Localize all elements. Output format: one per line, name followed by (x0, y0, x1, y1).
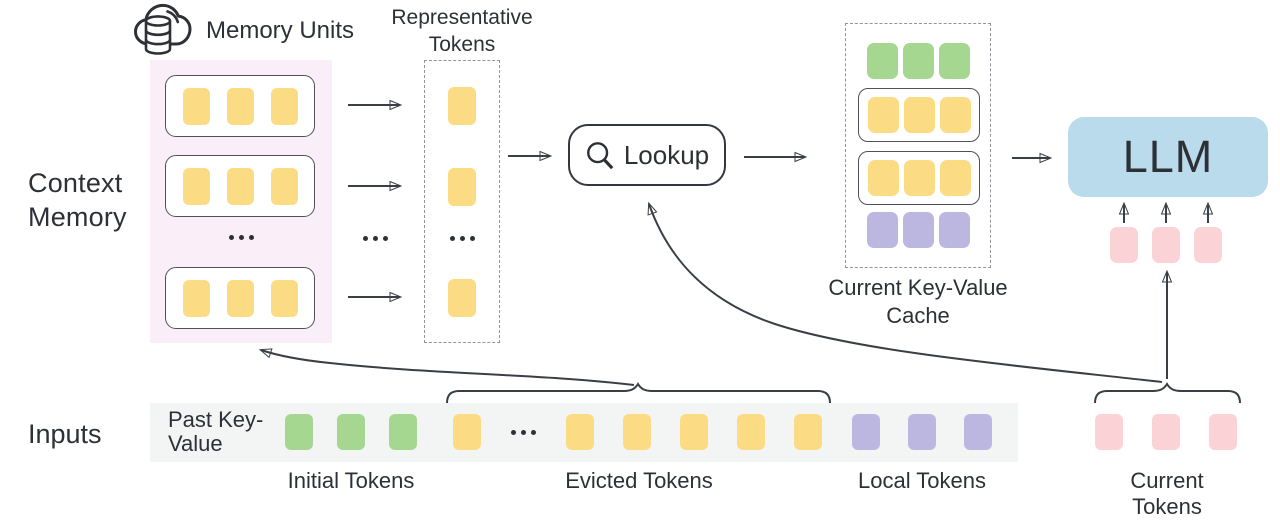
representative-token-slot (448, 279, 476, 317)
representative-tokens-box (424, 60, 500, 343)
current-tokens-label: Current Tokens (1130, 468, 1204, 519)
yellow-token (182, 279, 210, 317)
representative-token-slot (448, 87, 476, 125)
evicted-tokens-label: Evicted Tokens (565, 468, 713, 493)
purple-token (964, 414, 992, 450)
yellow-token (737, 414, 765, 450)
evicted-tokens-before (453, 414, 481, 450)
evicted-tokens-brace (446, 382, 831, 404)
representative-tokens-label: Representative Tokens (391, 6, 533, 57)
memory-units-label: Memory Units (206, 17, 355, 44)
current-kv-cache-box (845, 23, 991, 268)
initial-tokens-group (285, 414, 417, 450)
green-token (867, 43, 898, 79)
yellow-token (680, 414, 708, 450)
inputs-label: Inputs (28, 419, 102, 449)
pink-token (1194, 227, 1222, 263)
search-icon (586, 141, 614, 169)
purple-token (867, 212, 898, 248)
purple-token (852, 414, 880, 450)
yellow-token (623, 414, 651, 450)
pink-token (1110, 227, 1138, 263)
pink-token (1209, 414, 1237, 450)
context-memory-label: Context Memory (28, 168, 127, 233)
memory-unit-row (165, 155, 315, 217)
kv-row-memory-unit (858, 151, 980, 205)
yellow-token (794, 414, 822, 450)
lookup-label: Lookup (623, 139, 710, 170)
lookup-button: Lookup (568, 124, 726, 186)
pink-token (1095, 414, 1123, 450)
pink-token (1152, 414, 1180, 450)
representative-ellipsis (425, 236, 499, 241)
local-tokens-group (852, 414, 992, 450)
evicted-ellipsis (510, 429, 537, 435)
yellow-token (939, 97, 971, 133)
memory-unit-row (165, 267, 315, 329)
yellow-token (448, 168, 476, 206)
green-token (285, 414, 313, 450)
yellow-token (903, 97, 935, 133)
between-ellipsis (363, 236, 388, 241)
purple-token (903, 212, 934, 248)
yellow-token (448, 87, 476, 125)
evicted-tokens-after (566, 414, 822, 450)
yellow-token (270, 87, 298, 125)
llm-label: LLM (1122, 131, 1214, 182)
yellow-token (566, 414, 594, 450)
current-tokens-brace (1094, 382, 1241, 404)
yellow-token (226, 279, 254, 317)
pink-token (1152, 227, 1180, 263)
memory-units-header: Memory Units (131, 1, 354, 61)
yellow-token (226, 167, 254, 205)
green-token (389, 414, 417, 450)
green-token (903, 43, 934, 79)
kv-row-memory-unit (858, 88, 980, 142)
local-tokens-label: Local Tokens (857, 468, 986, 493)
yellow-token (939, 160, 971, 196)
evicted-tokens-group (453, 414, 822, 450)
yellow-token (867, 160, 899, 196)
past-key-value-label: Past Key-Value (168, 407, 264, 456)
llm-box: LLM (1068, 117, 1268, 197)
yellow-token (226, 87, 254, 125)
current-kv-cache-label: Current Key-Value Cache (828, 275, 1008, 328)
yellow-token (182, 167, 210, 205)
cloud-database-icon (134, 3, 192, 55)
kv-row-local (867, 212, 970, 248)
initial-tokens-label: Initial Tokens (287, 468, 415, 493)
llm-input-tokens (1110, 227, 1222, 263)
current-tokens-group (1095, 414, 1237, 450)
green-token (939, 43, 970, 79)
yellow-token (270, 167, 298, 205)
yellow-token (867, 97, 899, 133)
memory-unit-row (165, 75, 315, 137)
yellow-token (270, 279, 298, 317)
yellow-token (448, 279, 476, 317)
yellow-token (453, 414, 481, 450)
yellow-token (182, 87, 210, 125)
representative-token-slot (448, 168, 476, 206)
arrow-evicted-to-memory (261, 350, 635, 386)
purple-token (939, 212, 970, 248)
memory-ellipsis (150, 235, 332, 240)
yellow-token (903, 160, 935, 196)
kv-row-initial (867, 43, 970, 79)
context-memory-box (150, 60, 332, 343)
purple-token (908, 414, 936, 450)
green-token (337, 414, 365, 450)
